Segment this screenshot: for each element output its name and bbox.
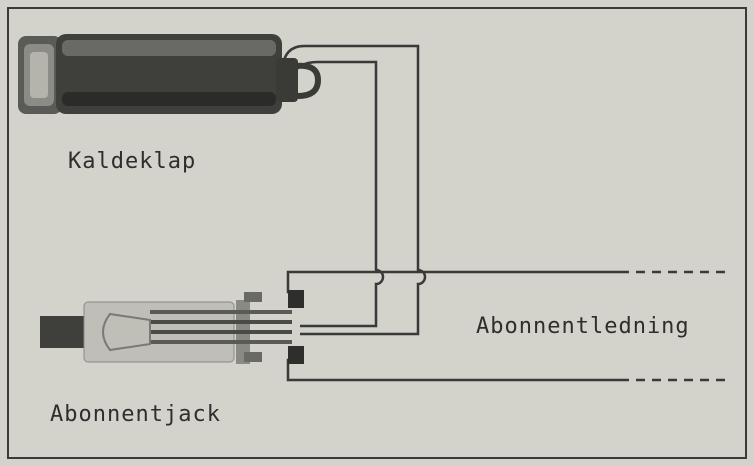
terminal-lower xyxy=(288,346,304,364)
line-lower xyxy=(286,358,620,382)
abonnentjack-component xyxy=(40,292,292,364)
figure-border xyxy=(7,7,747,459)
wire-outer xyxy=(280,44,427,336)
label-abonnentledning: Abonnentledning xyxy=(476,314,690,339)
terminal-upper xyxy=(288,290,304,308)
label-kaldeklap: Kaldeklap xyxy=(68,149,197,174)
kaldeklap-component xyxy=(18,34,322,114)
wire-inner xyxy=(290,60,385,328)
label-abonnentjack: Abonnentjack xyxy=(50,402,221,427)
line-upper xyxy=(286,270,620,294)
